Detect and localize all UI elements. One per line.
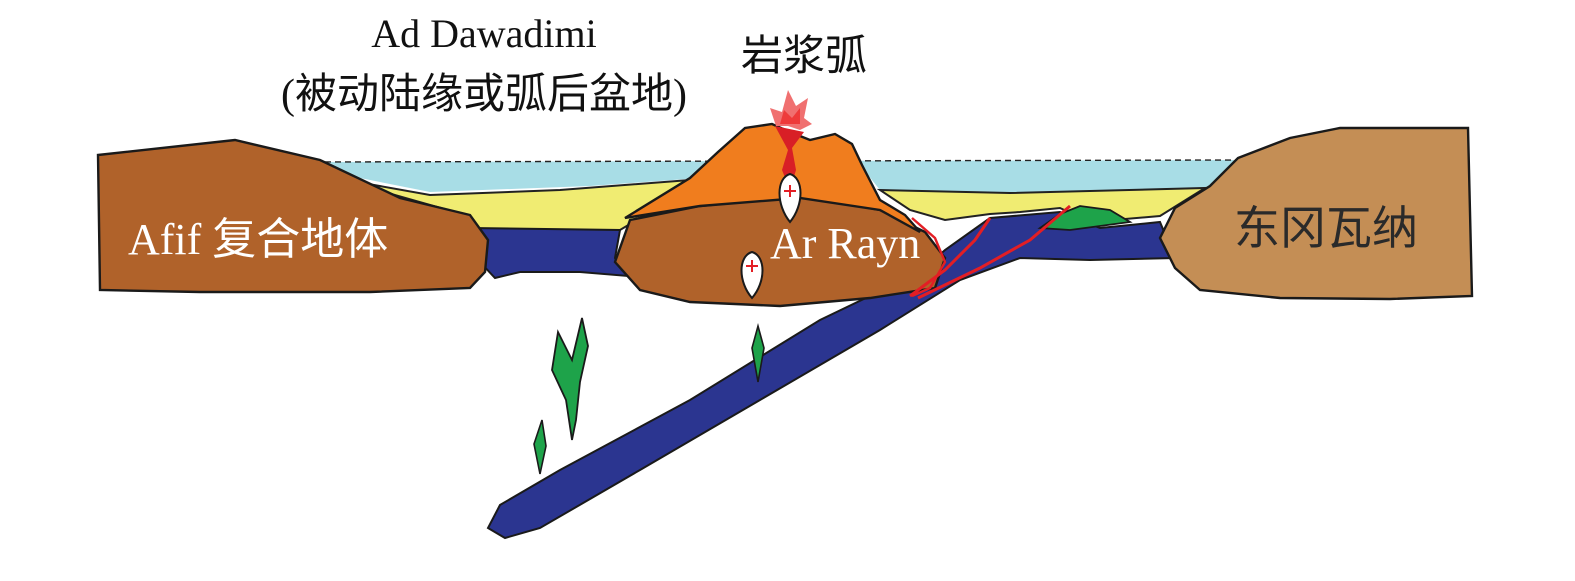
ar-rayn-label: Ar Rayn bbox=[770, 219, 920, 268]
volcanic-plume-icon bbox=[770, 90, 812, 130]
arc-volcano bbox=[624, 122, 921, 234]
sea-water bbox=[315, 160, 1238, 193]
thrust-faults bbox=[909, 204, 1071, 300]
east-gondwana-label: 东冈瓦纳 bbox=[1234, 203, 1418, 254]
east-gondwana-block bbox=[1158, 126, 1474, 301]
granite-pluton-icon bbox=[778, 172, 802, 224]
magma-conduit bbox=[775, 126, 804, 190]
afif-terrane bbox=[96, 138, 490, 294]
afif-terrane-label: Afif 复合地体 bbox=[128, 215, 388, 264]
magmatic-arc-label: 岩浆弧 bbox=[741, 34, 867, 80]
magma-intrusion-icon bbox=[533, 317, 765, 475]
granite-pluton-icon bbox=[740, 250, 764, 300]
basin-description-label: (被动陆缘或弧后盆地) bbox=[281, 72, 687, 118]
basin-name-label: Ad Dawadimi bbox=[371, 11, 597, 56]
